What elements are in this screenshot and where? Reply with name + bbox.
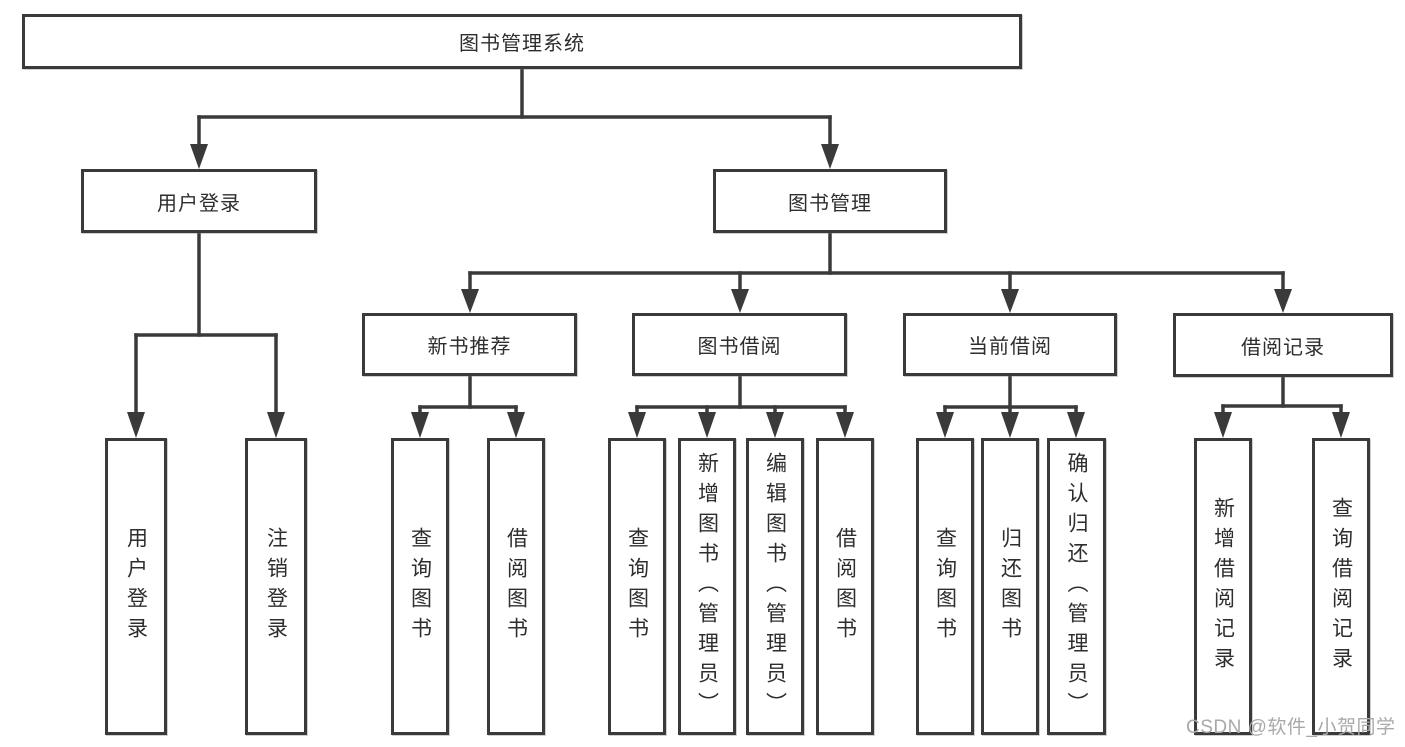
leaf-query-book-borrow-label: 查询图书 (625, 526, 649, 647)
node-root: 图书管理系统 (22, 14, 1022, 69)
node-new-book-recommend-label: 新书推荐 (427, 336, 512, 358)
leaf-edit-book-admin: 编辑图书（管理员） (746, 438, 804, 735)
leaf-query-borrow-record-label: 查询借阅记录 (1329, 496, 1353, 677)
leaf-add-borrow-record: 新增借阅记录 (1194, 438, 1252, 735)
leaf-add-book-admin-label: 新增图书（管理员） (695, 451, 719, 722)
node-current-borrow-label: 当前借阅 (968, 336, 1052, 358)
leaf-query-book-current-label: 查询图书 (933, 526, 957, 647)
leaf-borrow-book: 借阅图书 (816, 438, 874, 735)
leaf-add-borrow-record-label: 新增借阅记录 (1211, 496, 1235, 677)
leaf-query-book-borrow: 查询图书 (608, 438, 666, 735)
connector-user-login (127, 230, 285, 438)
watermark-text: CSDN @软件_小贺同学 (1186, 717, 1396, 738)
leaf-add-book-admin: 新增图书（管理员） (678, 438, 736, 735)
node-book-management-label: 图书管理 (788, 192, 872, 215)
connector-current-borrow (936, 374, 1085, 438)
leaf-logout-label: 注销登录 (264, 526, 288, 647)
node-current-borrow: 当前借阅 (903, 313, 1117, 376)
leaf-user-login-label: 用户登录 (124, 526, 148, 647)
connector-book-borrow (628, 374, 854, 438)
connector-borrow-record (1214, 375, 1350, 438)
leaf-query-borrow-record: 查询借阅记录 (1312, 438, 1370, 735)
node-new-book-recommend: 新书推荐 (362, 313, 577, 376)
leaf-query-book-recommend-label: 查询图书 (408, 526, 432, 647)
leaf-borrow-book-recommend: 借阅图书 (487, 438, 545, 735)
connector-book-management (461, 231, 1292, 313)
leaf-return-book: 归还图书 (981, 438, 1039, 735)
connector-new-book-recommend (411, 374, 525, 438)
node-root-label: 图书管理系统 (459, 33, 585, 55)
leaf-edit-book-admin-label: 编辑图书（管理员） (763, 451, 787, 722)
leaf-borrow-book-recommend-label: 借阅图书 (504, 526, 528, 647)
leaf-logout: 注销登录 (245, 438, 307, 735)
leaf-borrow-book-label: 借阅图书 (833, 526, 857, 647)
node-user-login-label: 用户登录 (157, 192, 241, 215)
leaf-query-book-current: 查询图书 (916, 438, 974, 735)
connector-root (190, 67, 839, 169)
leaf-confirm-return-admin-label: 确认归还（管理员） (1065, 451, 1088, 722)
node-user-login: 用户登录 (81, 169, 317, 233)
node-book-borrow-label: 图书借阅 (697, 336, 782, 358)
leaf-return-book-label: 归还图书 (998, 526, 1022, 647)
leaf-query-book-recommend: 查询图书 (391, 438, 449, 735)
node-borrow-record: 借阅记录 (1173, 313, 1393, 377)
leaf-user-login: 用户登录 (105, 438, 167, 735)
node-book-management: 图书管理 (713, 169, 947, 233)
node-book-borrow: 图书借阅 (632, 313, 847, 376)
leaf-confirm-return-admin: 确认归还（管理员） (1047, 438, 1106, 735)
node-borrow-record-label: 借阅记录 (1241, 336, 1325, 359)
